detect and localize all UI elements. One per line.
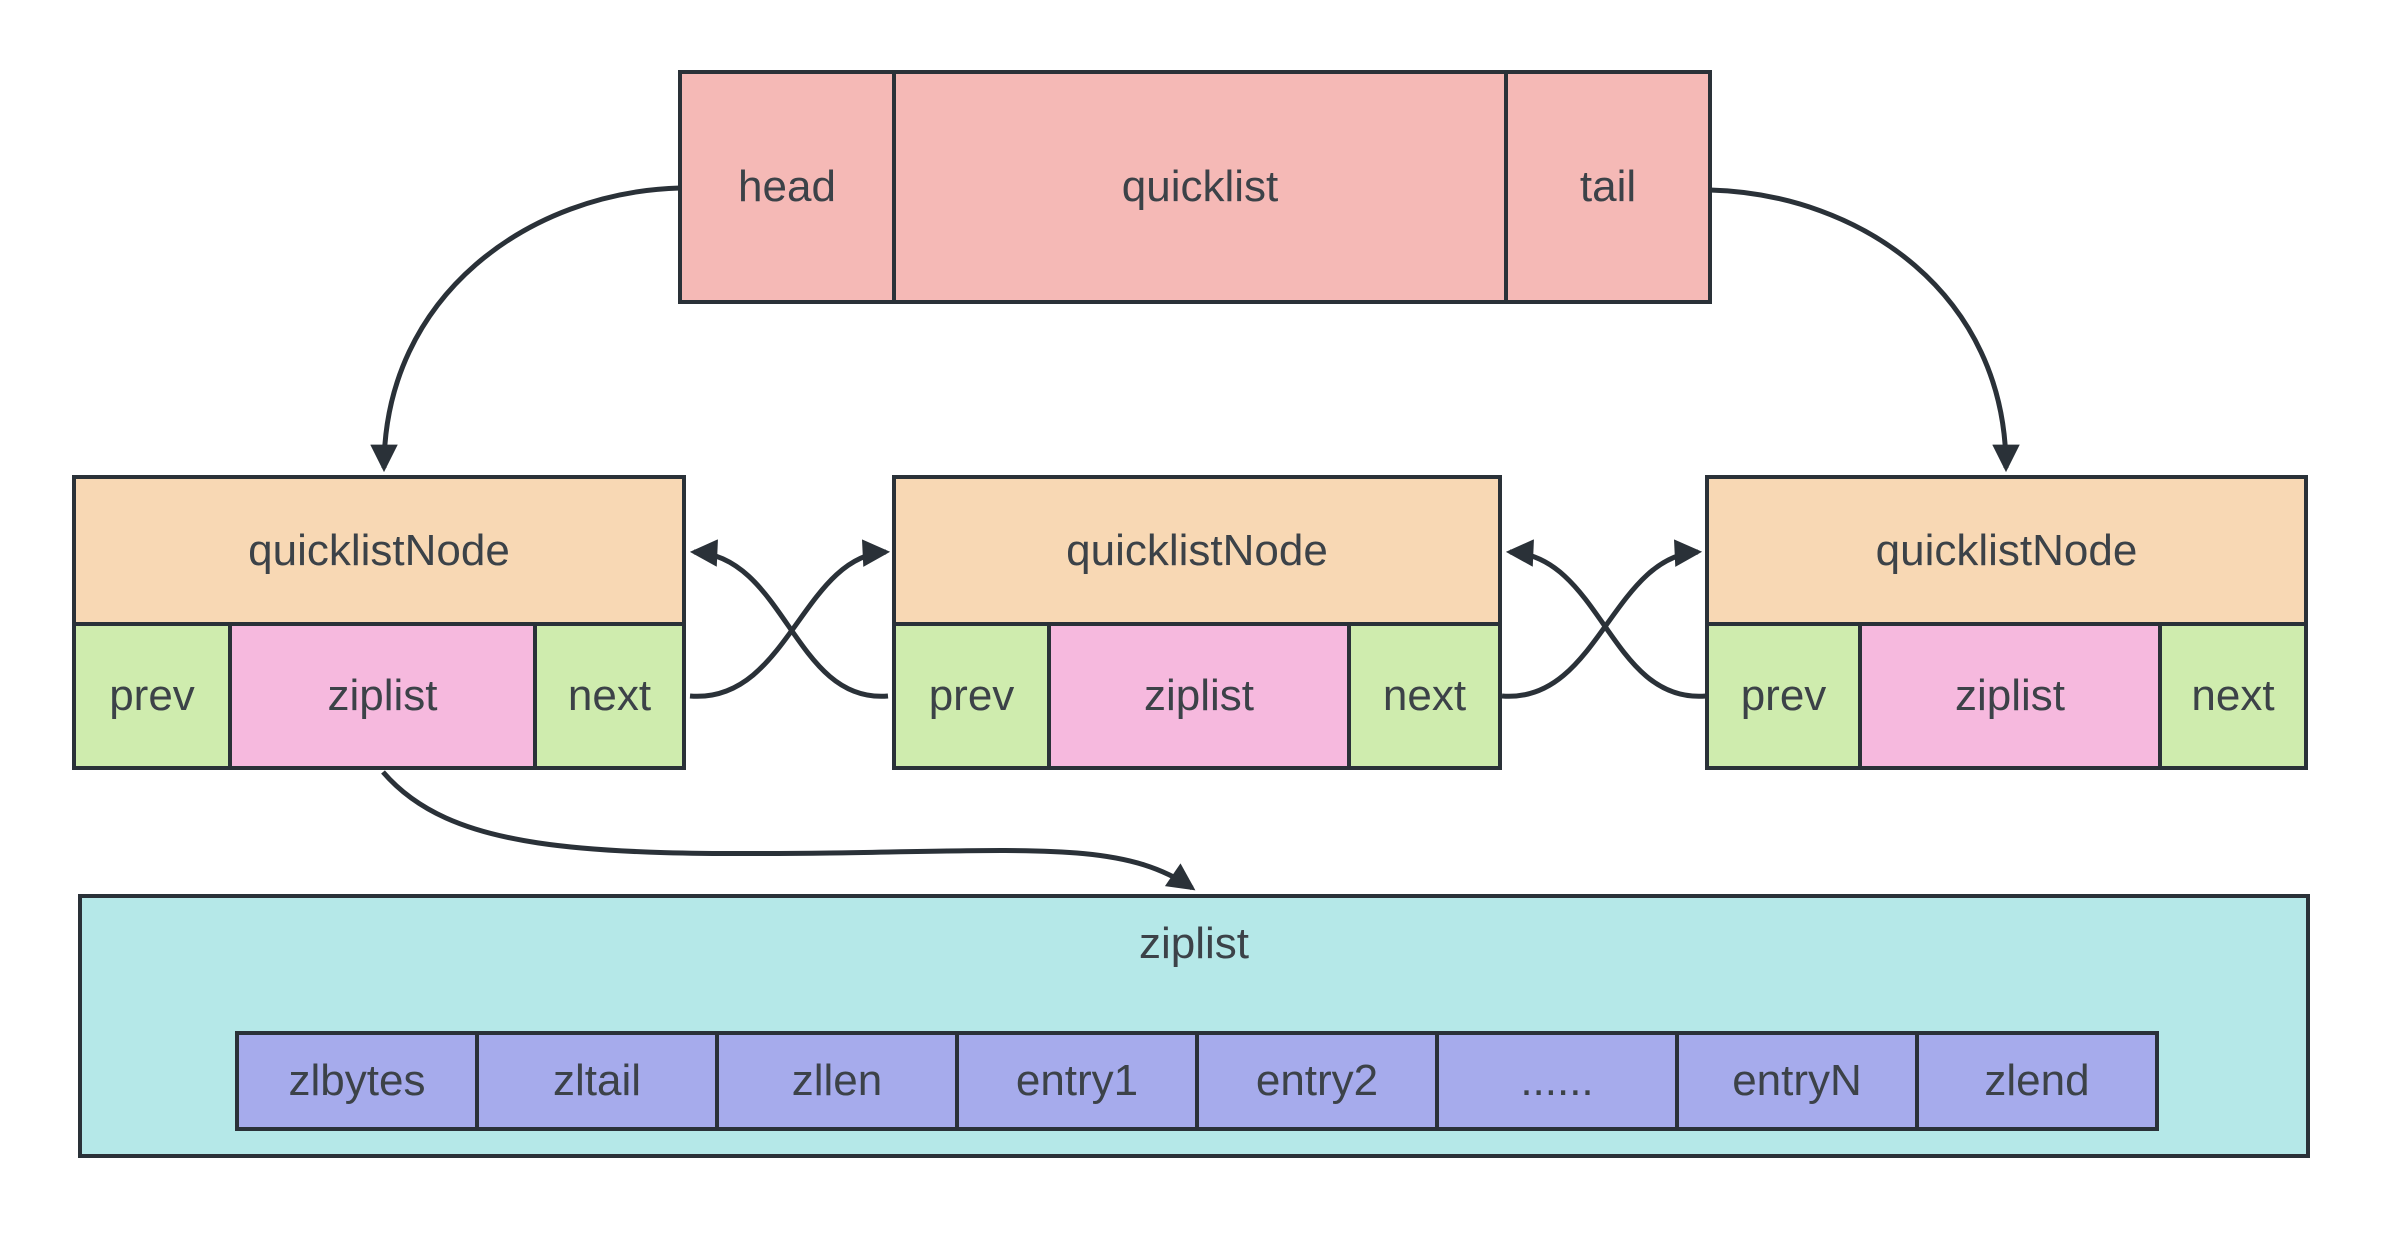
- arrow-node2-prev-to-node1: [689, 539, 889, 699]
- arrow-node2-next-to-node3: [1501, 539, 1703, 699]
- node2-prev-cell: prev: [892, 622, 1051, 770]
- ziplist-cell-ellipsis: ......: [1435, 1031, 1679, 1131]
- ziplist-cell-ellipsis-label: ......: [1520, 1056, 1594, 1105]
- node1-next-cell: next: [533, 622, 686, 770]
- node1-title: quicklistNode: [248, 525, 510, 575]
- node2-prev-label: prev: [928, 671, 1015, 720]
- node1-prev-label: prev: [109, 671, 195, 720]
- ziplist-cell-zllen-label: zllen: [791, 1056, 883, 1105]
- ziplist-cell-zlbytes-label: zlbytes: [288, 1056, 426, 1105]
- arrow-head-to-node1: [370, 185, 681, 473]
- node1-ziplist-cell: ziplist: [228, 622, 537, 770]
- ziplist-cell-zltail: zltail: [475, 1031, 719, 1131]
- node1-ziplist-label: ziplist: [327, 671, 438, 720]
- ziplist-cell-entryN: entryN: [1675, 1031, 1919, 1131]
- quicklist-title-cell: quicklist: [892, 70, 1508, 304]
- node2-ziplist-label: ziplist: [1143, 671, 1255, 720]
- ziplist-cell-zllen: zllen: [715, 1031, 959, 1131]
- arrow-node1-ziplist-to-ziplist-box: [381, 770, 1196, 891]
- arrow-node1-next-to-node2: [689, 539, 891, 699]
- node1-next-label: next: [567, 671, 652, 720]
- quicklist-tail-label: tail: [1579, 162, 1637, 211]
- node3-next-cell: next: [2158, 622, 2308, 770]
- node1-prev-cell: prev: [72, 622, 232, 770]
- node2-next-cell: next: [1347, 622, 1502, 770]
- quicklist-head-cell: head: [678, 70, 896, 304]
- quicklist-tail-cell: tail: [1504, 70, 1712, 304]
- ziplist-box-title: ziplist: [1138, 919, 1250, 968]
- ziplist-cell-zlend-label: zlend: [1984, 1056, 2090, 1105]
- node1-header: quicklistNode: [72, 475, 686, 626]
- node3-prev-cell: prev: [1705, 622, 1862, 770]
- ziplist-cell-entry1-label: entry1: [1015, 1056, 1139, 1105]
- node3-header: quicklistNode: [1705, 475, 2308, 626]
- ziplist-cell-zlbytes: zlbytes: [235, 1031, 479, 1131]
- ziplist-cell-entry2: entry2: [1195, 1031, 1439, 1131]
- arrow-tail-to-node3: [1709, 187, 2020, 473]
- node2-title: quicklistNode: [1066, 525, 1328, 575]
- quicklist-head-label: head: [738, 162, 836, 211]
- node3-prev-label: prev: [1740, 671, 1827, 720]
- node3-ziplist-cell: ziplist: [1858, 622, 2162, 770]
- node3-ziplist-label: ziplist: [1954, 671, 2066, 720]
- quicklist-title-label: quicklist: [1121, 162, 1279, 211]
- ziplist-cell-zltail-label: zltail: [552, 1056, 642, 1105]
- ziplist-cell-zlend: zlend: [1915, 1031, 2159, 1131]
- ziplist-cell-entry1: entry1: [955, 1031, 1199, 1131]
- node2-ziplist-cell: ziplist: [1047, 622, 1351, 770]
- ziplist-cell-entry2-label: entry2: [1255, 1056, 1379, 1105]
- ziplist-cell-entryN-label: entryN: [1732, 1056, 1862, 1105]
- node2-header: quicklistNode: [892, 475, 1502, 626]
- arrow-node3-prev-to-node2: [1505, 539, 1707, 699]
- node3-title: quicklistNode: [1875, 525, 2138, 575]
- node2-next-label: next: [1382, 671, 1467, 720]
- node3-next-label: next: [2191, 671, 2275, 720]
